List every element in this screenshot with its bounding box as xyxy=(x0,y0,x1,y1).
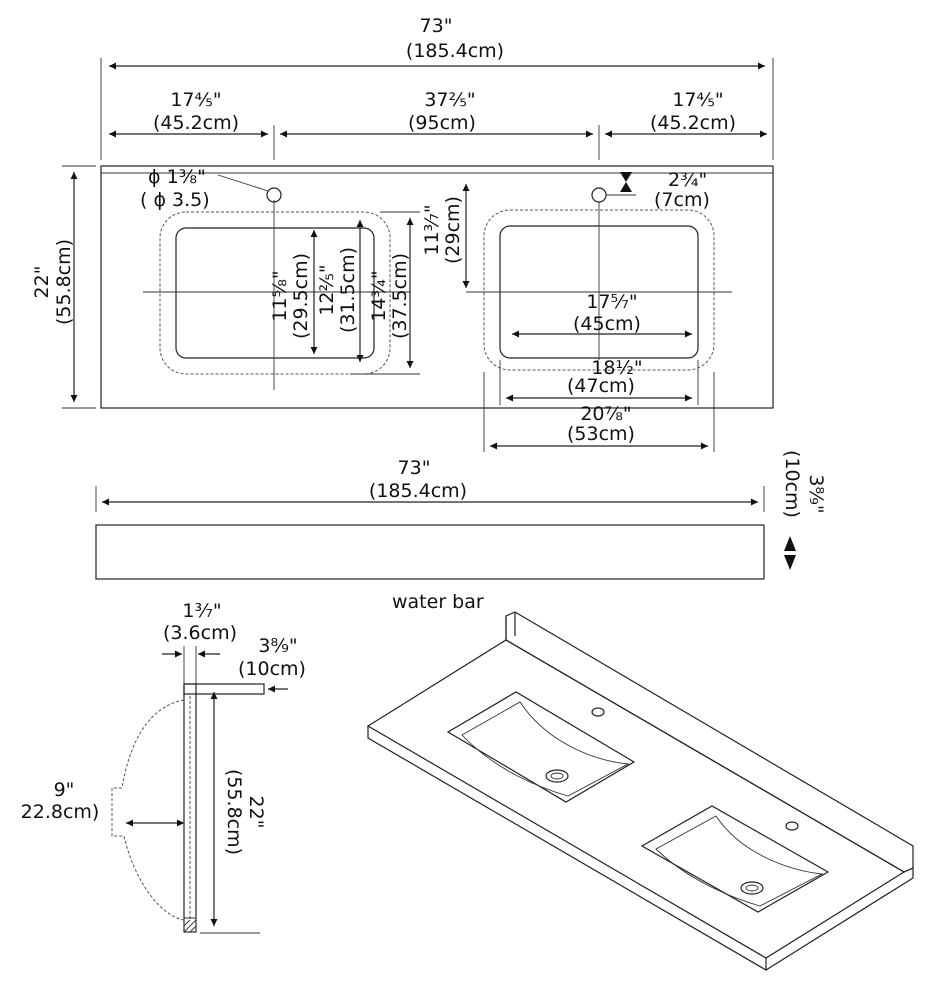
bowl-depth-c-in: 14¾" xyxy=(368,270,390,321)
front-width-in: 73" xyxy=(398,457,431,479)
side-backsplash-cm: (10cm) xyxy=(238,658,306,680)
bowl-depth-a-cm: (29.5cm) xyxy=(290,253,312,339)
side-slab-hatch xyxy=(183,917,197,933)
left-sink-inner xyxy=(175,227,375,359)
bowl-depth-b-cm: (31.5cm) xyxy=(337,247,359,333)
bowl-depth-c-cm: (37.5cm) xyxy=(389,253,411,339)
bowl-width-c-in: 20⅞" xyxy=(580,403,631,425)
iso-left-sink xyxy=(446,691,636,803)
hole-offset-in: 2¾" xyxy=(668,169,707,191)
right-margin-in: 17⅘" xyxy=(672,89,723,111)
countertop-outline xyxy=(100,165,774,409)
iso-right-sink xyxy=(640,805,830,913)
front-height-in: 3⁸⁄₉" xyxy=(805,474,827,513)
side-depth-cm: (55.8cm) xyxy=(223,769,245,855)
faucet-hole-cm: ( ϕ 3.5) xyxy=(140,189,210,211)
side-backsplash-in: 3⁸⁄₉" xyxy=(258,635,297,657)
side-depth-in: 22" xyxy=(245,796,267,829)
bowl-width-a-in: 17⁵⁄₇" xyxy=(586,291,637,313)
iso-front-edge xyxy=(367,726,767,972)
hole-offset-cm: (7cm) xyxy=(654,189,710,211)
front-view: 73" (185.4cm) 3⁸⁄₉" (10cm) xyxy=(95,450,827,580)
side-bowl-profile xyxy=(111,699,185,921)
iso-top-surface xyxy=(366,639,906,959)
bowl-width-c-cm: (53cm) xyxy=(567,423,635,445)
left-margin-cm: (45.2cm) xyxy=(153,112,239,134)
bowl-width-a-cm: (45cm) xyxy=(573,313,641,335)
isometric-view: water bar xyxy=(366,591,914,972)
depth-cm: (55.8cm) xyxy=(53,239,75,325)
left-margin-in: 17⅘" xyxy=(170,89,221,111)
hole-offset-marker xyxy=(620,172,632,192)
side-thickness-cm: (3.6cm) xyxy=(163,622,237,644)
front-panel xyxy=(95,524,765,580)
hole-to-center-cm: (29cm) xyxy=(442,196,464,264)
front-height-marker xyxy=(784,536,796,570)
bowl-depth-a-in: 11⅝" xyxy=(269,270,291,321)
front-width-cm: (185.4cm) xyxy=(369,480,467,502)
water-bar-label: water bar xyxy=(392,591,484,613)
faucet-hole-in: ϕ 1⅜" xyxy=(148,166,206,188)
side-thickness-in: 1³⁄₇" xyxy=(182,600,221,622)
overall-width-cm: (185.4cm) xyxy=(406,40,504,62)
right-sink-outer xyxy=(483,209,715,371)
iso-backsplash xyxy=(505,611,914,873)
side-view: 1³⁄₇" (3.6cm) 3⁸⁄₉" (10cm) 9" 22.8cm) 22… xyxy=(21,600,306,934)
bowl-depth-b-in: 12⅖" xyxy=(316,264,338,315)
left-faucet-hole xyxy=(266,187,282,203)
center-span-in: 37⅖" xyxy=(424,89,475,111)
iso-right-faucet-hole xyxy=(785,821,799,831)
iso-left-drain xyxy=(545,769,569,783)
iso-right-drain xyxy=(740,881,764,895)
right-margin-cm: (45.2cm) xyxy=(650,112,736,134)
hole-to-center-in: 11³⁄₇" xyxy=(421,204,443,255)
center-span-cm: (95cm) xyxy=(408,112,476,134)
right-faucet-hole xyxy=(591,187,607,203)
bowl-width-b-cm: (47cm) xyxy=(567,375,635,397)
front-height-cm: (10cm) xyxy=(781,450,803,518)
depth-in: 22" xyxy=(31,266,53,299)
bowl-width-b-in: 18½" xyxy=(591,357,642,379)
left-sink-outer xyxy=(159,211,391,375)
overall-width-in: 73" xyxy=(420,15,453,37)
iso-left-faucet-hole xyxy=(591,707,605,717)
top-view: 73" (185.4cm) 17⅘" (45.2cm) 37⅖" (95cm) … xyxy=(31,15,774,452)
side-bowl-depth-cm: 22.8cm) xyxy=(21,801,100,823)
side-bowl-depth-in: 9" xyxy=(54,779,75,801)
